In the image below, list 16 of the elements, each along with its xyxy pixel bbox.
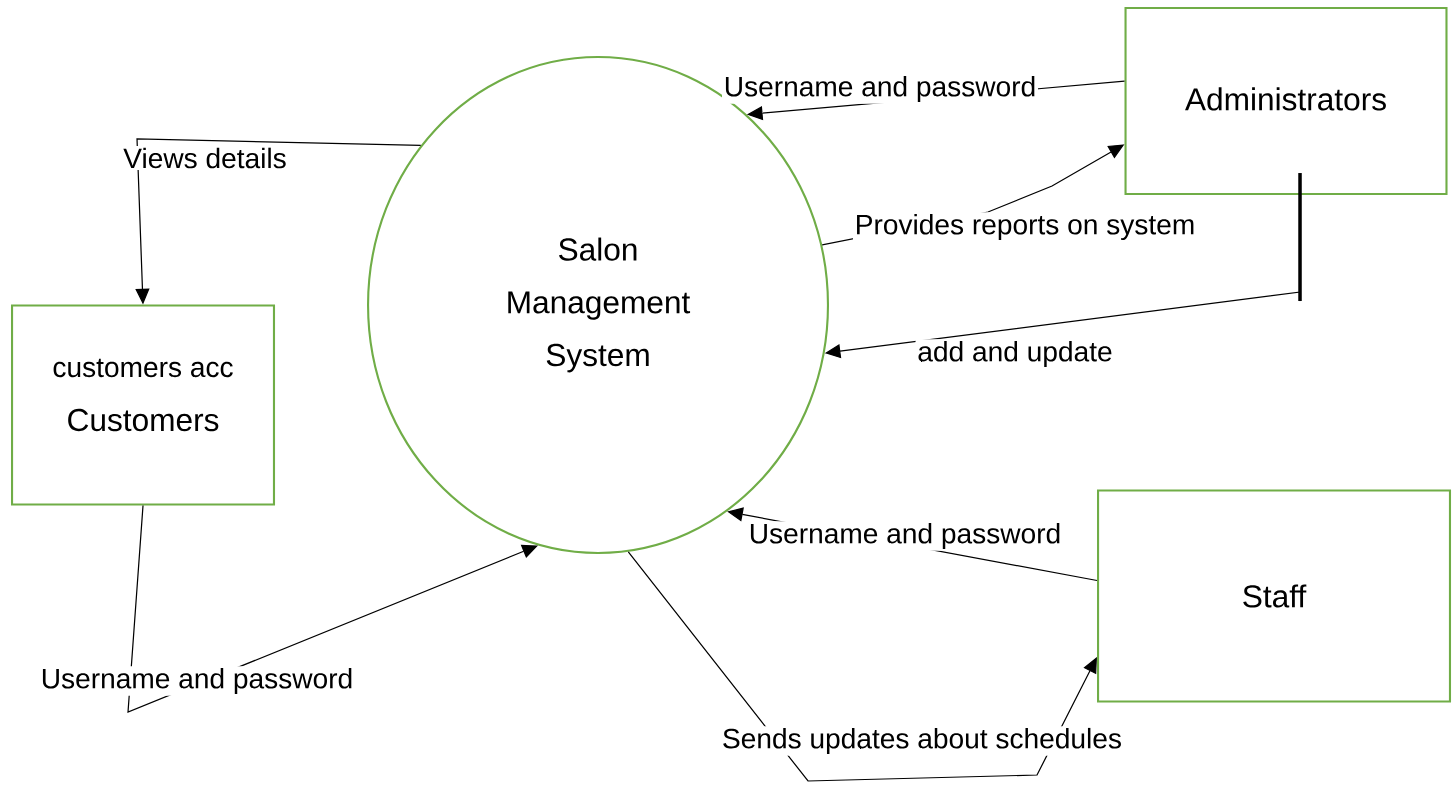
label-text: customers acc: [53, 358, 233, 378]
entity-box: [1124, 6, 1448, 196]
node-label: Administrators: [1185, 87, 1386, 111]
edge-label: Provides reports on system: [852, 212, 1198, 242]
node-label: Staff: [1243, 584, 1307, 608]
node-label: Salon Management System: [508, 237, 691, 373]
node-label: Customers: [68, 408, 219, 432]
edge-label: Username and password: [722, 74, 1038, 104]
edge-label: Username and password: [39, 666, 355, 696]
edge-label: Views details: [121, 145, 289, 171]
arrow: [627, 551, 1097, 782]
entity-box: [11, 304, 276, 506]
edge-label: add and update: [915, 339, 1115, 369]
edge-label: Sends updates about schedules: [720, 726, 1124, 756]
edge-label: Username and password: [747, 521, 1063, 551]
entity-box: [1097, 489, 1452, 703]
